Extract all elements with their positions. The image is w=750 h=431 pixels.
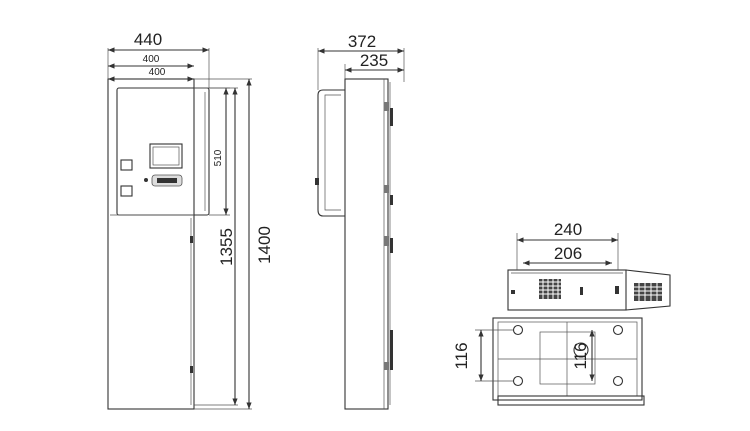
- cable-opening: [539, 331, 596, 385]
- top-view: 240 206 116 116: [452, 220, 671, 406]
- display-screen: [149, 143, 183, 169]
- dim-width-b: 400: [149, 67, 166, 78]
- cabinet-body-side: [344, 78, 389, 410]
- dim-door-height: 510: [213, 149, 224, 166]
- dim-depth-total: 372: [348, 32, 376, 51]
- side-view: 372 235: [315, 32, 405, 410]
- button-bottom: [120, 185, 133, 197]
- dim-hole-center: 116: [571, 342, 590, 369]
- base-plate: [492, 317, 643, 401]
- top-housing: [507, 269, 627, 311]
- top-door-profile: [625, 269, 671, 311]
- dim-width-total: 440: [134, 30, 162, 49]
- door-side-profile: [317, 89, 345, 217]
- button-top: [120, 159, 133, 171]
- cabinet-body-front: [107, 78, 195, 410]
- front-view: 440 400 400 510 1355 1400: [107, 30, 274, 410]
- dim-width-inner: 206: [554, 244, 582, 263]
- vent-grille-right: [634, 283, 662, 301]
- vent-grille-left: [539, 279, 561, 299]
- dim-depth-body: 235: [360, 51, 388, 70]
- mounting-holes: [512, 324, 624, 387]
- dim-height-b: 1400: [255, 226, 274, 264]
- dim-width-outer: 240: [554, 220, 582, 239]
- dim-width-a: 400: [143, 54, 160, 65]
- dim-hole-left: 116: [452, 342, 471, 369]
- dim-height-a: 1355: [217, 228, 236, 266]
